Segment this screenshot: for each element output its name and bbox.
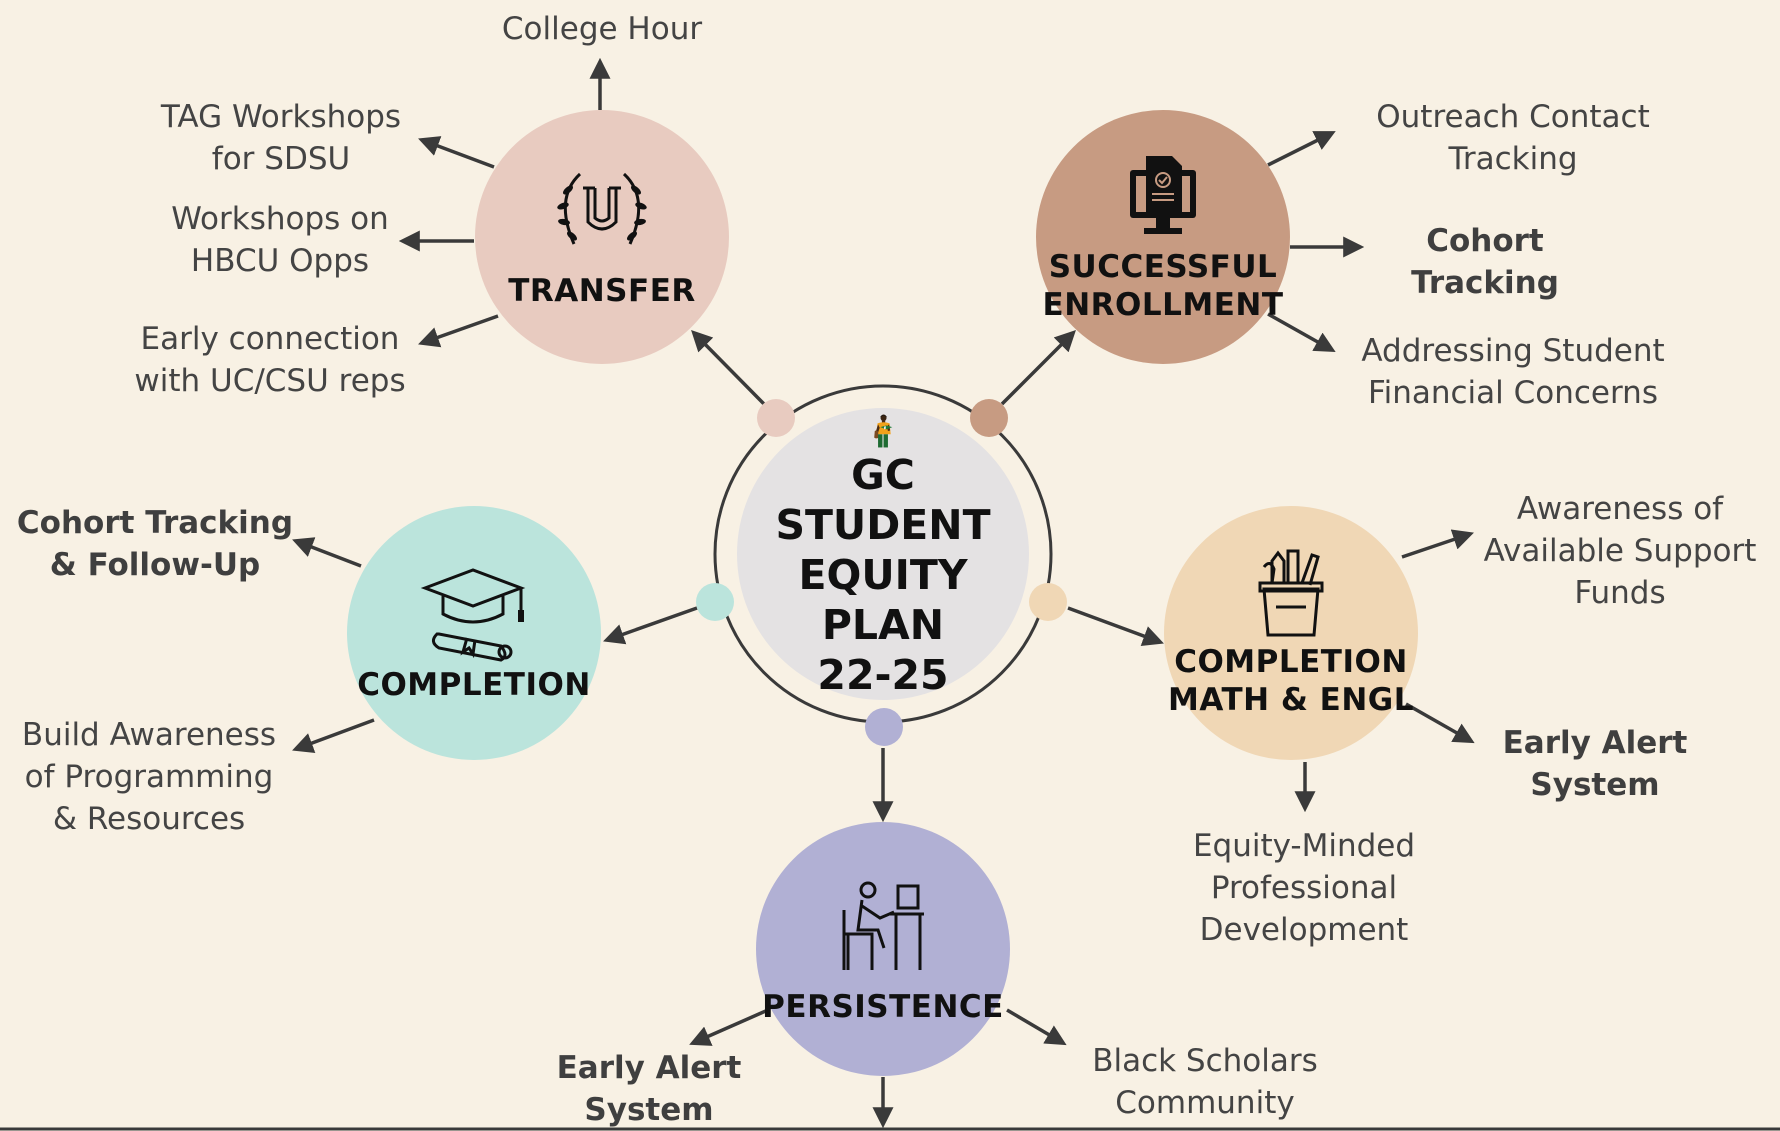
arrow-early-alert-bottom	[689, 1008, 769, 1046]
label-tag-workshops: TAG Workshops for SDSU	[160, 99, 402, 177]
node-math-engl-title: COMPLETION MATH & ENGL	[1168, 644, 1414, 718]
node-completion: COMPLETION	[347, 506, 601, 760]
dot-math-engl	[1029, 583, 1067, 621]
label-build-awareness: Build Awareness of Programming & Resourc…	[21, 717, 277, 837]
label-college-hour: College Hour	[501, 11, 703, 47]
node-persistence: PERSISTENCE	[756, 822, 1010, 1076]
graduation-cap-diploma-icon	[420, 568, 526, 662]
label-financial: Addressing Student Financial Concerns	[1361, 333, 1665, 411]
label-uc-csu: Early connection with UC/CSU reps	[134, 321, 406, 399]
label-hbcu: Workshops on HBCU Opps	[171, 201, 389, 279]
label-early-alert-bottom: Early Alert System	[556, 1050, 742, 1128]
node-transfer: TRANSFER	[475, 110, 729, 364]
label-black-scholars: Black Scholars Community	[1092, 1043, 1318, 1121]
arrow-financial	[1267, 312, 1336, 353]
arrow-uc-csu	[418, 314, 499, 348]
computer-document-icon	[1130, 156, 1196, 234]
node-persistence-title: PERSISTENCE	[762, 989, 1004, 1025]
arrow-tag-workshops	[418, 136, 495, 169]
student-at-desk-icon	[842, 881, 924, 970]
dot-persistence	[865, 708, 903, 746]
arrow-hub-math-engl	[1067, 606, 1164, 647]
node-completion-title: COMPLETION	[357, 667, 591, 703]
label-cohort-tracking: Cohort Tracking	[1411, 223, 1559, 301]
pencil-cup-icon	[1258, 549, 1324, 637]
arrow-support-funds	[1401, 529, 1474, 559]
node-math-engl: COMPLETION MATH & ENGL	[1164, 506, 1418, 760]
arrow-early-alert-right	[1405, 702, 1475, 744]
arrow-outreach	[1267, 131, 1336, 167]
dot-transfer	[757, 399, 795, 437]
arrow-black-scholars	[1006, 1008, 1067, 1046]
label-outreach: Outreach Contact Tracking	[1376, 99, 1650, 177]
node-transfer-title: TRANSFER	[508, 273, 696, 309]
dot-enrollment	[970, 399, 1008, 437]
university-laurel-icon	[557, 172, 647, 245]
label-equity-minded: Equity-Minded Professional Development	[1192, 828, 1416, 948]
label-early-alert-right: Early Alert System	[1502, 725, 1688, 803]
dot-completion	[696, 583, 734, 621]
arrow-hub-enrollment	[1000, 330, 1076, 406]
arrow-hub-completion	[603, 606, 698, 645]
label-cohort-followup: Cohort Tracking & Follow-Up	[16, 505, 294, 583]
node-enrollment-title: SUCCESSFUL ENROLLMENT	[1042, 249, 1284, 323]
node-enrollment: SUCCESSFUL ENROLLMENT	[1036, 110, 1290, 364]
label-support-funds: Awareness of Available Support Funds	[1483, 491, 1757, 611]
arrow-build-awareness	[292, 718, 375, 753]
arrow-cohort-followup	[292, 537, 362, 568]
hub-circle: GC STUDENT EQUITY PLAN 22-25	[737, 408, 1029, 700]
arrow-hub-transfer	[691, 330, 766, 406]
hub-title: GC STUDENT EQUITY PLAN 22-25	[775, 451, 991, 699]
student-reading-icon	[874, 414, 893, 448]
